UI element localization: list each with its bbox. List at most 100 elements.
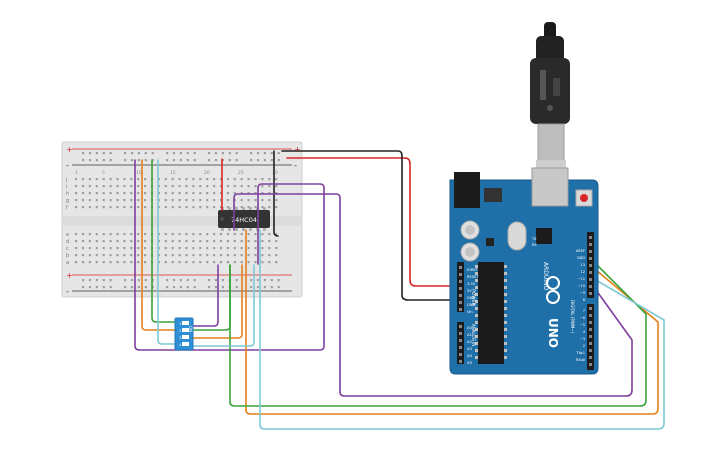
rail-hole	[214, 152, 218, 155]
svg-text:a: a	[66, 260, 69, 266]
rail-hole	[250, 159, 253, 162]
header-pin	[459, 308, 462, 311]
breadboard-hole	[116, 199, 119, 202]
breadboard-hole	[95, 178, 98, 181]
breadboard-hole	[95, 254, 98, 257]
chip-pin	[235, 207, 238, 210]
rail-hole	[124, 152, 127, 155]
breadboard-hole	[109, 178, 112, 181]
breadboard-hole	[199, 254, 202, 257]
svg-text:~11: ~11	[577, 277, 585, 281]
breadboard-hole	[226, 206, 229, 209]
breadboard-hole	[213, 178, 216, 181]
chip-pin	[228, 228, 231, 231]
breadboard-hole	[219, 261, 223, 264]
breadboard-hole	[102, 240, 105, 243]
ic-chip-74hc04[interactable]: 74HC04	[218, 207, 270, 231]
arduino-uno-board[interactable]: ARDUINO UNO POWER ANALOG IN DIGITAL (PWM…	[449, 167, 599, 375]
breadboard-hole	[164, 254, 167, 257]
breadboard-hole	[137, 185, 140, 188]
atmega-chip	[478, 262, 504, 364]
dip-toggle	[182, 321, 189, 325]
rail-hole	[250, 152, 253, 155]
chip-pin	[249, 228, 252, 231]
breadboard-hole	[95, 199, 98, 202]
wire-ic-vcc-black	[273, 150, 279, 237]
rail-hole	[277, 152, 280, 155]
breadboard-hole	[109, 206, 112, 209]
wire-5v-red	[286, 157, 458, 287]
rail-hole	[137, 286, 140, 289]
header-pin	[459, 266, 462, 269]
breadboard-top-rail	[82, 152, 280, 162]
rail-hole	[277, 286, 280, 289]
breadboard-hole	[178, 206, 181, 209]
rail-hole	[124, 279, 127, 282]
breadboard-hole	[226, 178, 229, 181]
mcu-pin	[504, 265, 507, 268]
breadboard-hole	[247, 192, 250, 195]
breadboard-hole	[233, 233, 236, 236]
mcu-pin	[504, 314, 507, 317]
breadboard-hole	[157, 199, 160, 202]
arduino-logo	[546, 276, 560, 304]
breadboard-hole	[226, 247, 229, 250]
header-pin	[589, 335, 592, 338]
svg-text:c: c	[66, 246, 69, 252]
breadboard-hole	[88, 261, 91, 264]
breadboard-hole	[137, 178, 140, 181]
rail-hole	[256, 286, 260, 289]
breadboard-hole	[261, 261, 264, 264]
breadboard-hole	[185, 199, 188, 202]
breadboard-hole	[144, 240, 147, 243]
breadboard-hole	[123, 178, 126, 181]
breadboard-hole	[199, 199, 202, 202]
analog-pin-labels: A0 A1 A2 A3 A4 A5	[467, 325, 473, 365]
svg-text:h: h	[66, 191, 69, 197]
breadboard-hole	[102, 261, 105, 264]
breadboard-hole	[164, 206, 167, 209]
breadboard-hole	[254, 233, 257, 236]
rail-hole	[88, 286, 92, 289]
power-header-label: POWER	[470, 289, 476, 306]
breadboard-hole	[199, 233, 202, 236]
rail-hole	[166, 286, 169, 289]
breadboard-hole	[219, 247, 223, 250]
mcu-pin	[475, 293, 478, 296]
usb-port	[531, 167, 569, 207]
breadboard-hole	[213, 240, 216, 243]
dip-switch[interactable]: ON 1 2 3 4	[174, 317, 194, 351]
rail-hole	[270, 279, 273, 282]
breadboard-hole	[144, 247, 147, 250]
svg-text:30: 30	[272, 170, 278, 176]
breadboard-hole	[157, 261, 160, 264]
breadboard-hole	[233, 240, 236, 243]
breadboard-hole	[275, 261, 278, 264]
breadboard-hole	[130, 247, 133, 250]
breadboard-hole	[268, 206, 271, 209]
digital-pin-labels-bottom: 7 ~6 ~5 4 ~3 2 TX▸1 RX◂0	[575, 309, 585, 362]
rail-hole	[130, 159, 134, 162]
breadboard-hole	[247, 178, 250, 181]
breadboard-hole	[192, 240, 195, 243]
dip-num-1: 1	[179, 322, 181, 326]
breadboard-hole	[240, 247, 243, 250]
breadboard-hole	[88, 192, 91, 195]
breadboard-hole	[164, 240, 167, 243]
breadboard-hole	[123, 185, 126, 188]
breadboard-hole	[199, 192, 202, 195]
mcu-pin	[475, 307, 478, 310]
breadboard-hole	[116, 178, 119, 181]
breadboard-hole	[226, 261, 229, 264]
breadboard-hole	[157, 185, 160, 188]
breadboard-hole	[144, 206, 147, 209]
analog-header-label: ANALOG IN	[471, 324, 476, 346]
header-pin	[589, 314, 592, 317]
breadboard-hole	[123, 199, 126, 202]
breadboard-hole	[102, 178, 105, 181]
rx-led-label: RX	[532, 243, 537, 247]
breadboard-hole	[116, 247, 119, 250]
breadboard-hole	[261, 185, 264, 188]
rail-hole	[186, 279, 189, 282]
